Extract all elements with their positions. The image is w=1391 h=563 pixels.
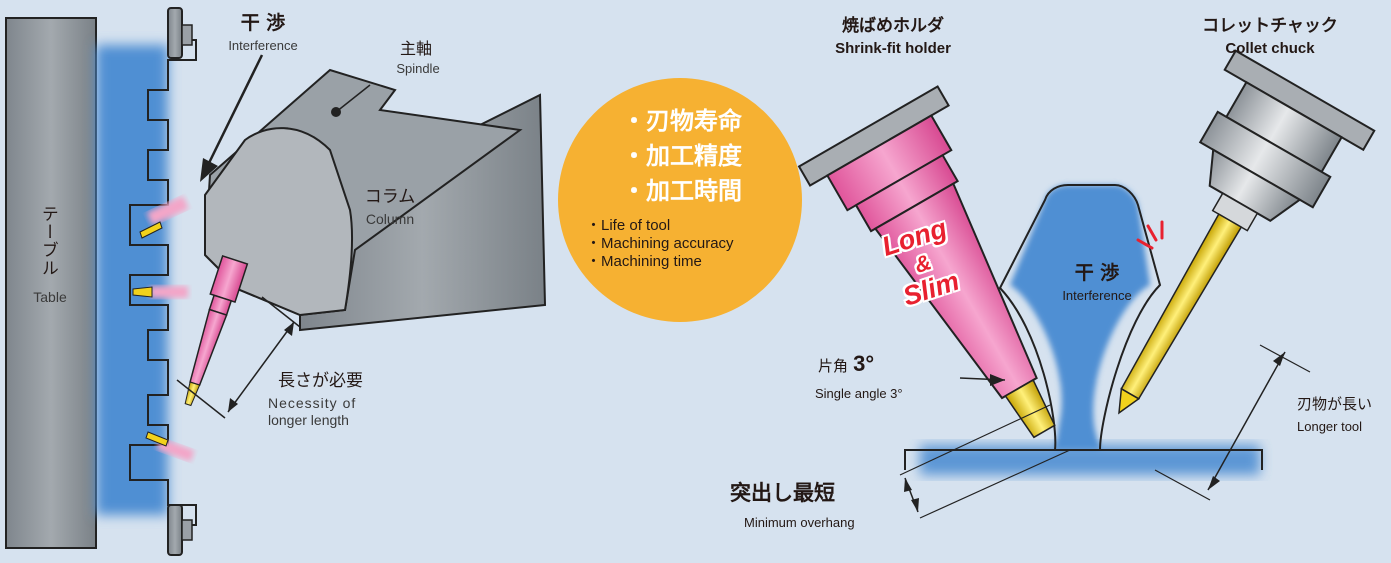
bubble-jp-item-1: ・刃物寿命 (622, 107, 742, 135)
left-tool (184, 255, 249, 407)
small-tool-1 (139, 195, 189, 239)
table-label-en: Table (33, 289, 67, 305)
bubble-en-item-2: ・Machining accuracy (586, 235, 734, 252)
overhang-label-en: Minimum overhang (744, 515, 855, 530)
shrink-fit-label-en: Shrink-fit holder (835, 40, 951, 57)
angle-label-jp: 片角 (818, 357, 849, 375)
angle-label-num: 3° (853, 351, 875, 376)
angle-label: 片角 3° (818, 351, 875, 376)
length-label-jp: 長さが必要 (278, 371, 363, 391)
benefit-bubble (558, 78, 802, 322)
right-interference-label-jp: 干 渉 (1074, 262, 1120, 284)
spindle-label-jp: 主軸 (399, 39, 433, 58)
length-label-en-1: Necessity of (268, 395, 357, 411)
bubble-en-item-3: ・Machining time (586, 253, 702, 270)
bubble-jp-item-2: ・加工精度 (622, 142, 742, 170)
workpiece (904, 184, 1263, 475)
left-interference-label-en: Interference (228, 38, 298, 53)
collet-chuck (1118, 49, 1376, 415)
bubble-en-item-1: ・Life of tool (586, 217, 671, 234)
table-label-jp: テーブル (37, 205, 58, 277)
table-assembly (5, 7, 197, 556)
shrink-fit-holder (797, 85, 1056, 439)
right-interference-label-en: Interference (1062, 288, 1132, 303)
length-label-en-2: longer length (268, 412, 349, 428)
angle-label-en: Single angle 3° (815, 386, 903, 401)
spindle-label-en: Spindle (396, 61, 440, 76)
interference-spark (1136, 220, 1164, 250)
column-label-jp: コラム (364, 187, 416, 207)
column-label-en: Column (365, 211, 415, 227)
longer-tool-label-jp: 刃物が長い (1297, 395, 1373, 413)
collet-chuck-label-jp: コレットチャック (1202, 16, 1338, 35)
collet-chuck-label-en: Collet chuck (1225, 40, 1315, 57)
overhang-label-jp: 突出し最短 (730, 481, 835, 505)
longer-tool-label-en: Longer tool (1297, 419, 1363, 434)
small-tool-2 (132, 286, 188, 298)
shrink-fit-label-jp: 焼ばめホルダ (842, 16, 944, 35)
small-tool-3 (145, 431, 195, 462)
bubble-jp-item-3: ・加工時間 (622, 177, 742, 205)
left-interference-label-jp: 干 渉 (240, 12, 286, 34)
